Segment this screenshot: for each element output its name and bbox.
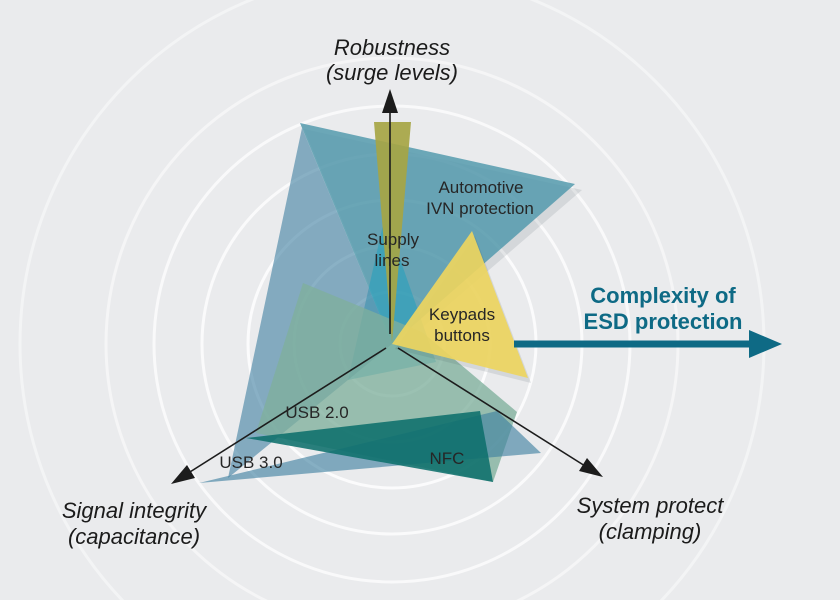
axis-down-right-arrowhead-icon (579, 458, 603, 477)
axis-label-signal-integrity-line1: Signal integrity (62, 498, 208, 523)
axis-label-robustness-line1: Robustness (334, 35, 450, 60)
label-usb3: USB 3.0 (219, 453, 282, 472)
supply-lines-triangle (374, 122, 411, 343)
axis-label-complexity-line1: Complexity of (590, 283, 736, 308)
label-keypads-line1: Keypads (429, 305, 495, 324)
axis-label-system-protect-line1: System protect (577, 493, 725, 518)
axis-label-robustness-line2: (surge levels) (326, 60, 458, 85)
automotive-ivn-triangle (300, 123, 575, 344)
axis-label-complexity-line2: ESD protection (584, 309, 743, 334)
axis-label-signal-integrity-line2: (capacitance) (68, 524, 200, 549)
application-triangles (199, 122, 582, 483)
axis-labels: Robustness (surge levels) Complexity of … (62, 35, 743, 549)
application-labels: Automotive IVN protection Supply lines K… (219, 178, 534, 472)
label-supply-lines-line1: Supply (367, 230, 419, 249)
label-supply-lines-line2: lines (375, 251, 410, 270)
label-keypads-line2: buttons (434, 326, 490, 345)
keypads-buttons-triangle (392, 231, 528, 378)
complexity-arrow-head-icon (749, 330, 782, 358)
axis-down-left-arrowhead-icon (171, 465, 195, 484)
axis-up-arrowhead-icon (382, 89, 398, 113)
nfc-triangle (246, 411, 493, 482)
axis-label-system-protect-line2: (clamping) (599, 519, 702, 544)
axes (171, 89, 782, 484)
axis-down-right-line (397, 347, 594, 472)
axis-down-left-line (181, 347, 387, 478)
label-automotive-line2: IVN protection (426, 199, 534, 218)
label-automotive-line1: Automotive (438, 178, 523, 197)
label-usb2: USB 2.0 (285, 403, 348, 422)
label-nfc: NFC (430, 449, 465, 468)
